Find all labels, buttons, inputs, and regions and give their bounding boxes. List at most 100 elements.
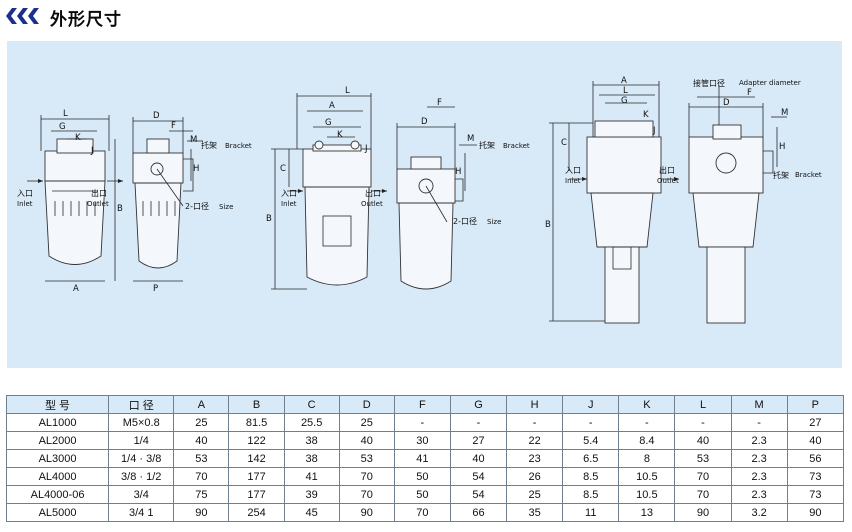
dimension-cell: 6.5 [562,449,620,468]
dimension-cell: 22 [506,431,564,450]
adapter-label-en: Adapter diameter [739,79,801,87]
dimension-cell: 3.2 [730,503,788,522]
dimension-cell: 254 [228,503,285,522]
dimension-cell: 40 [449,449,508,468]
dimension-cell: 27 [786,413,845,432]
header-cell: J [562,395,620,414]
dimension-cell: 75 [173,485,230,504]
dimension-cell: 90 [786,503,845,522]
dim-g: G [59,122,66,132]
dimension-cell: 177 [228,485,285,504]
dimension-diagram: L G K A B J 入口 Inlet 出口 Outlet [7,41,842,368]
drawing-al1000-side: D F M H P 托架 Bracket 2-口径 Size [132,111,252,294]
dim-h: H [193,164,199,174]
dim-m-3: M [781,108,788,118]
dimension-cell: 8.4 [618,431,676,450]
port-size-cell: 1/4 [108,431,175,450]
header-cell: L [674,395,732,414]
section-header: 外形尺寸 [0,0,852,34]
dim-k: K [75,133,81,143]
dimension-cell: 66 [449,503,508,522]
dim-f-3: F [747,88,752,98]
dimension-cell: 70 [338,467,395,486]
dimension-cell: 73 [786,467,845,486]
model-cell: AL1000 [5,413,110,432]
lubricator-drawings: L G K A B J 入口 Inlet 出口 Outlet [17,76,822,324]
dimension-cell: 41 [283,467,340,486]
dim-a-2: A [329,101,335,111]
dimension-cell: 25 [506,485,564,504]
dimension-cell: 38 [283,431,340,450]
header-cell: H [506,395,564,414]
dimension-cell: - [618,413,676,432]
inlet-label-en: Inlet [17,200,33,208]
header-cell: F [393,395,451,414]
dim-l: L [63,109,68,119]
dimension-cell: 90 [173,503,230,522]
outlet-label-en-3: Outlet [657,177,679,185]
dimension-cell: 73 [786,485,845,504]
dim-j-2: J [364,144,368,154]
dim-l-3: L [623,86,628,96]
dimension-cell: 23 [506,449,564,468]
dimension-cell: 70 [674,467,732,486]
dimension-cell: 90 [674,503,732,522]
model-cell: AL4000 [5,467,110,486]
dim-m: M [190,135,197,145]
dimension-cell: 25 [338,413,395,432]
dimension-cell: 2.3 [730,449,788,468]
dimension-cell: 2.3 [730,431,788,450]
dimension-cell: 40 [786,431,845,450]
port-size-cell: M5×0.8 [108,413,175,432]
dimension-cell: 25 [173,413,230,432]
size-label-en-2: Size [487,218,501,226]
dimension-cell: 26 [506,467,564,486]
size-label-cn-2: 2-口径 [453,216,477,226]
dim-h-3: H [779,142,785,152]
header-cell: B [228,395,285,414]
header-cell: A [173,395,230,414]
section-title: 外形尺寸 [50,10,122,30]
dim-k-3: K [643,110,649,120]
dimension-cell: 5.4 [562,431,620,450]
outlet-label-en: Outlet [87,200,109,208]
inlet-label-en-3: Inlet [565,177,581,185]
bracket-label-cn: 托架 [201,140,217,150]
bracket-label-cn-3: 托架 [773,170,789,180]
dimension-cell: 40 [338,431,395,450]
dimension-cell: 11 [562,503,620,522]
dimension-cell: 53 [338,449,395,468]
inlet-label-en-2: Inlet [281,200,297,208]
outlet-label-cn: 出口 [91,188,107,198]
dimension-cell: - [393,413,451,432]
inlet-label-cn-2: 入口 [281,189,297,198]
dim-b-2: B [266,214,272,224]
dimension-cell: 2.3 [730,485,788,504]
port-size-cell: 3/4 1 [108,503,175,522]
dimension-cell: - [506,413,564,432]
dimension-cell: 70 [674,485,732,504]
dim-p: P [153,284,158,294]
dimension-cell: 8.5 [562,485,620,504]
dimension-cell: 54 [449,467,508,486]
dim-b: B [117,204,123,214]
dimension-cell: 10.5 [618,485,676,504]
dimension-cell: 13 [618,503,676,522]
dim-j: J [90,146,94,156]
dim-d-3: D [723,98,730,108]
dimension-cell: 70 [173,467,230,486]
drawing-al2000-front: L A G K J C B 入口 Inlet 出口 Outlet [266,86,387,290]
inlet-label-cn-3: 入口 [565,166,581,175]
dim-a-3: A [621,76,627,86]
model-cell: AL4000-06 [5,485,110,504]
table-header-row: 型 号 口 径 A B C D F G H J K L M P [5,395,845,414]
size-label-cn: 2-口径 [185,201,209,211]
dim-h-2: H [455,167,461,177]
dim-d: D [153,111,160,121]
dimension-cell: 45 [283,503,340,522]
dimension-cell: 50 [393,485,451,504]
